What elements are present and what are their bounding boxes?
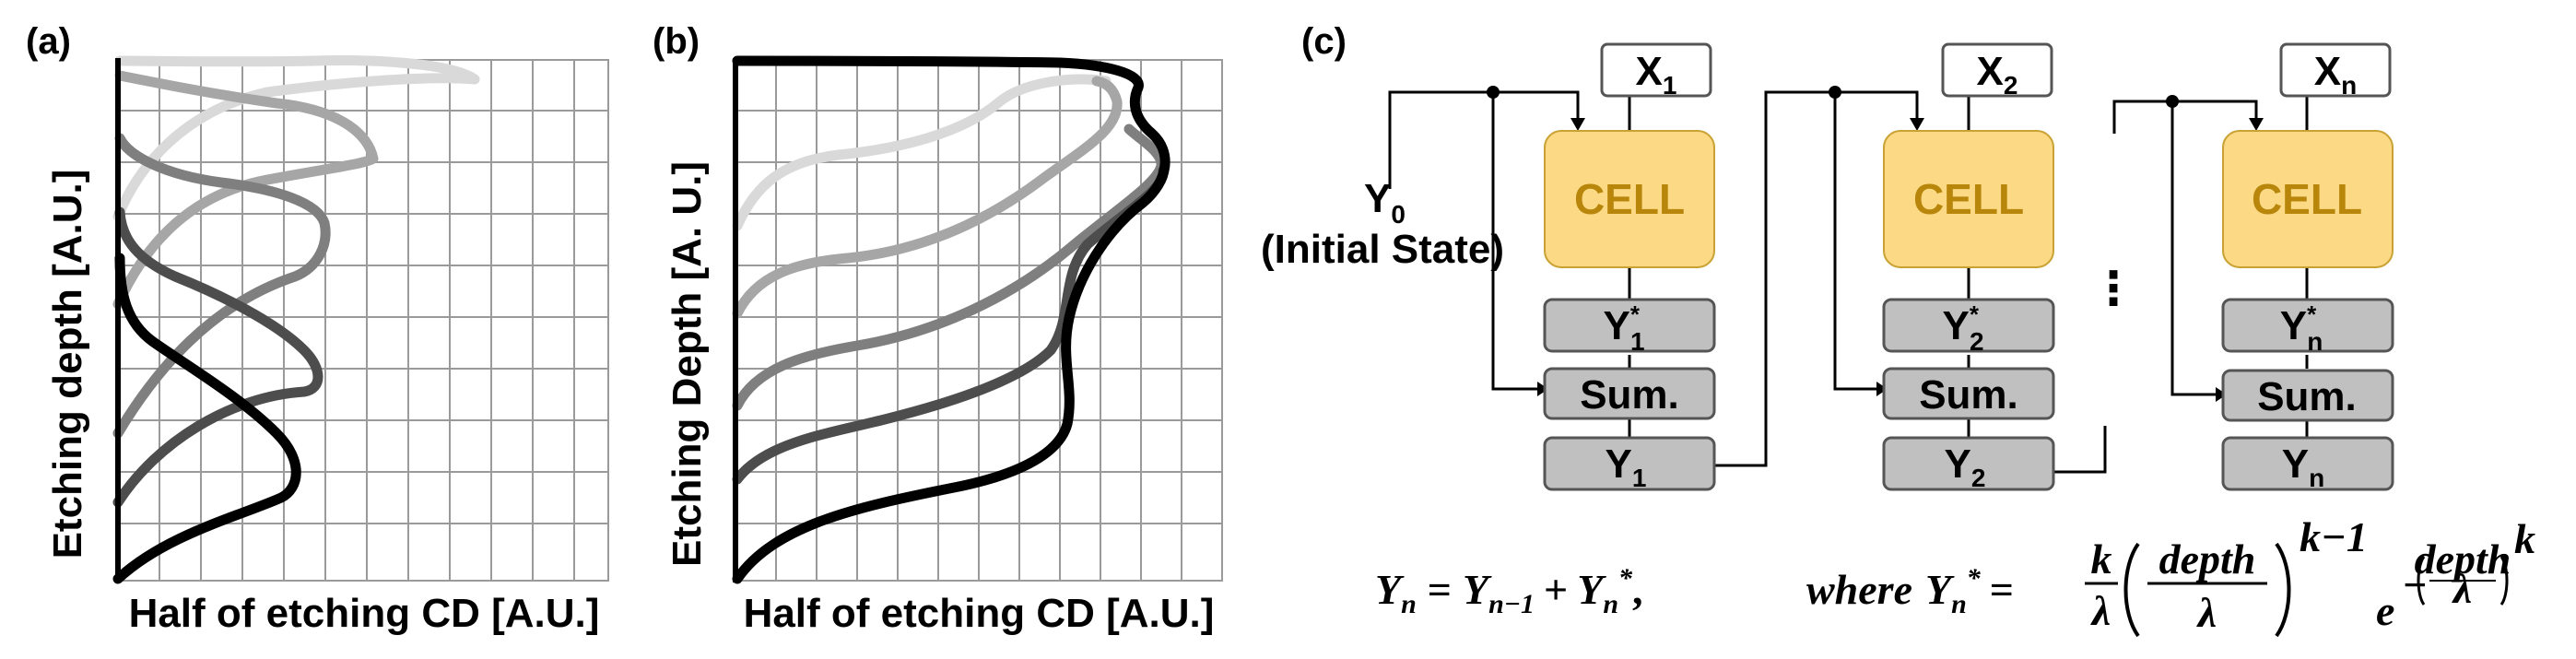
equation-exponent-1: k−1 [2300,513,2368,560]
y2-label: Y2 [1945,441,1986,492]
equation-paren-right [2275,542,2291,638]
equation-e: e [2376,587,2394,634]
equation-frac-lambda: λ [2090,587,2111,634]
ystar-1-label: Y*1 [1603,300,1644,356]
y1-box [1543,436,1716,491]
input-xn-label: Xn [2314,49,2357,100]
panel-a-y-axis-label: Etching depth [A.U.] [45,170,90,559]
initial-state-y: Y [1364,176,1391,221]
equation-lambda-small: λ [2452,565,2472,612]
ystar-1-box [1543,298,1716,353]
cell-n-label: CELL [2252,175,2362,223]
panel-b-grid [735,59,1223,582]
cell-2-label: CELL [1913,175,2024,223]
equation-exponent-2: k [2514,515,2535,562]
panel-a-curve-1 [112,55,480,222]
initial-state-y-sub: 0 [1391,200,1406,229]
input-x2-label: X2 [1977,49,2018,100]
equation-paren-left [2123,542,2140,638]
cell-1-label: CELL [1574,175,1685,223]
ystar-n-label: Y*n [2280,300,2323,356]
panel-a: (a) Etching depth [A.U.] Half of etching… [26,21,609,636]
equation-lambda-2: λ [2196,589,2217,636]
equation-small-paren-left [2417,556,2426,606]
initial-state-caption: (Initial State) [1261,227,1504,272]
panel-a-x-axis-label: Half of etching CD [A.U.] [129,591,600,636]
input-xn-box [2279,42,2392,98]
panel-a-curve-5 [112,253,301,584]
input-x2-box [1941,42,2053,98]
panel-b-curve-2 [732,76,1123,319]
y2-box [1882,436,2055,491]
panel-b-curve-1 [732,74,1112,231]
column-2-wiring [1714,86,2107,474]
panel-b-curve-4 [732,165,1169,485]
panel-a-curve-3 [112,133,331,439]
cell-2-box [1883,130,2054,268]
equation-depth: depth [2159,535,2256,583]
ystar-2-box [1882,298,2055,353]
sum-n-box [2221,369,2394,422]
ystar-n-box [2221,298,2394,353]
ystar-2-label: Y*2 [1942,300,1983,356]
panel-a-label: (a) [26,21,71,62]
sum-1-box [1543,367,1716,420]
input-x1-label: X1 [1636,49,1677,100]
panel-b-curve-5 [732,55,1170,584]
cell-1-box [1544,130,1715,268]
panel-c-label: (c) [1301,21,1347,62]
equation-lhs: Yn=Yn−1+Yn*, [1375,563,1643,619]
equation-small-paren-right [2500,556,2509,606]
panel-b-y-axis-label: Etching Depth [A. U.] [665,161,710,567]
panel-b: (b) Etching Depth [A. U.] Half of etchin… [653,21,1223,636]
panel-b-label: (b) [653,21,700,62]
equation-frac-k: k [2091,535,2112,583]
sum-2-label: Sum. [1919,372,2018,418]
panel-a-curve-2 [112,70,379,310]
ellipsis-icon: ⋮ [2090,263,2136,314]
sum-1-label: Sum. [1580,372,1679,418]
panel-b-x-axis-label: Half of etching CD [A.U.] [744,591,1215,636]
sum-2-box [1882,367,2055,420]
yn-box [2221,436,2394,491]
column-n: Xn CELL Y*n Sum. Yn [2221,42,2394,492]
equation-minus: − [2402,561,2428,608]
column-n-wiring [2112,92,2309,438]
equation-depth-small: depth [2415,535,2511,583]
sum-n-label: Sum. [2257,374,2357,419]
panel-a-curve-4 [112,206,323,508]
y1-label: Y1 [1606,441,1647,492]
cell-n-box [2222,130,2394,268]
column-2: X2 CELL Y*2 Sum. Y2 [1882,42,2055,492]
panel-c: (c) Y0 (Initial State) [1261,21,2535,638]
column-1: X1 CELL Y*1 Sum. Y1 [1543,42,1716,492]
yn-label: Yn [2282,441,2324,492]
initial-state-symbol: Y0 [1364,176,1406,229]
input-x1-box [1600,42,1712,98]
